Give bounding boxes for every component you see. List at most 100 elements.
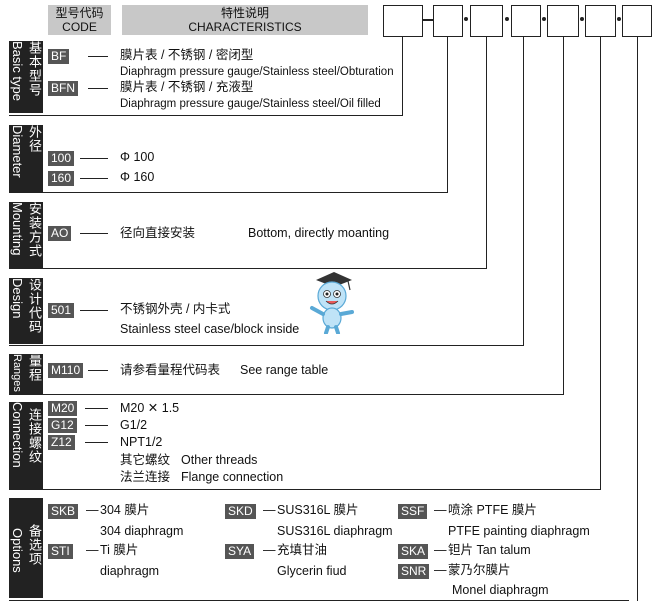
code-bf: BF [48,49,70,64]
item-160-text: Φ 160 [120,170,155,184]
other-threads-en: Other threads [181,453,258,467]
code-dot [617,17,621,21]
code-m110: M110 [48,363,84,378]
item-ssf-en: PTFE painting diaphragm [448,524,590,538]
section-label-en: Design [10,278,25,319]
section-label-zh: 安装方式 [27,202,42,258]
section-label-en: Ranges [11,354,23,392]
bottom-rule [9,600,629,601]
dash: — [434,503,447,517]
item-bf-en: Diaphragm pressure gauge/Stainless steel… [120,66,394,78]
section-label-en: Mounting [10,202,25,256]
code-dash [423,19,433,21]
leader-options [637,37,638,601]
code-header-zh: 型号代码 [55,6,104,20]
code-sti: STI [48,544,73,559]
leader-basic-h [9,115,403,116]
item-100-text: Φ 100 [120,150,155,164]
leader-connection-h [9,489,601,490]
leader-basic [402,37,403,115]
item-m110-en: See range table [240,363,329,377]
item-skd-zh: SUS316L 膜片 [277,503,359,517]
characteristics-header-zh: 特性说明 [220,6,269,20]
code-160: 160 [48,171,75,186]
code-100: 100 [48,151,75,166]
section-label-zh: 设计代码 [27,278,42,334]
leader-connection [600,37,601,489]
code-g12: G12 [48,418,77,433]
connector [88,88,108,89]
item-skb-en: 304 diaphragm [100,524,184,538]
item-sti-en: diaphragm [100,564,160,578]
characteristics-header-en: CHARACTERISTICS [188,20,302,34]
code-dot [505,17,509,21]
dash: — [263,503,276,517]
code-box-basic [383,5,423,37]
code-ao: AO [48,226,72,241]
leader-design-h [9,345,524,346]
code-box-options [622,5,652,37]
section-label-en: Basic type [10,41,25,101]
item-snr-zh: 蒙乃尔膜片 [448,563,511,577]
leader-mounting-h [9,268,487,269]
code-ssf: SSF [398,504,428,519]
code-snr: SNR [398,564,430,579]
characteristics-header: 特性说明 CHARACTERISTICS [122,5,368,35]
code-z12: Z12 [48,435,75,450]
code-header-en: CODE [62,20,97,34]
flange-zh: 法兰连接 [120,470,171,484]
code-dot [542,17,546,21]
leader-diameter-h [9,192,448,193]
leader-mounting [486,37,487,268]
item-sya-en: Glycerin fiud [277,564,347,578]
connector [80,178,108,179]
code-header: 型号代码 CODE [48,5,111,35]
flange-en: Flange connection [181,470,284,484]
code-box-mounting [470,5,503,37]
leader-range [563,37,564,394]
item-g12-text: G1/2 [120,418,148,432]
code-501: 501 [48,303,75,318]
code-skd: SKD [225,504,256,519]
dash: — [263,543,276,557]
dash: — [434,563,447,577]
dash: — [86,503,99,517]
code-box-range [547,5,579,37]
leader-design [523,37,524,345]
connector [85,425,108,426]
item-snr-en: Monel diaphragm [452,583,549,597]
item-skd-en: SUS316L diaphragm [277,524,393,538]
dash: — [434,543,447,557]
section-bar-connection: Connection 连接螺纹 [9,402,43,489]
code-m20: M20 [48,401,78,416]
connector [80,310,108,311]
section-label-zh: 基本型号 [27,41,42,97]
section-label-zh: 连接螺纹 [27,408,42,464]
code-box-connection [585,5,616,37]
leader-range-h [9,394,564,395]
code-sya: SYA [225,544,255,559]
section-label-en: Options [10,528,25,573]
item-ssf-zh: 喷涂 PTFE 膜片 [448,503,537,517]
item-sya-zh: 充填甘油 [277,543,328,557]
item-ska-zh: 钽片 Tan talum [448,543,531,557]
section-bar-design: Design 设计代码 [9,278,43,344]
section-bar-basic: Basic type 基本型号 [9,41,43,113]
section-label-zh: 备选项 [27,524,42,566]
student-mascot-icon [310,272,354,334]
code-bfn: BFN [48,81,78,96]
connector [88,370,108,371]
leader-diameter [447,37,448,192]
code-box-diameter [433,5,463,37]
item-skb-zh: 304 膜片 [100,503,150,517]
section-bar-diameter: Diameter 外径 [9,125,43,193]
connector [80,233,108,234]
item-501-en: Stainless steel case/block inside [120,322,300,336]
item-m20-text: M20 ✕ 1.5 [120,401,180,415]
item-bfn-zh: 膜片表 / 不锈钢 / 充液型 [120,80,254,94]
dash: — [86,543,99,557]
item-bfn-en: Diaphragm pressure gauge/Stainless steel… [120,98,381,110]
connector [85,442,108,443]
code-ska: SKA [398,544,429,559]
item-501-zh: 不锈钢外壳 / 内卡式 [120,302,231,316]
